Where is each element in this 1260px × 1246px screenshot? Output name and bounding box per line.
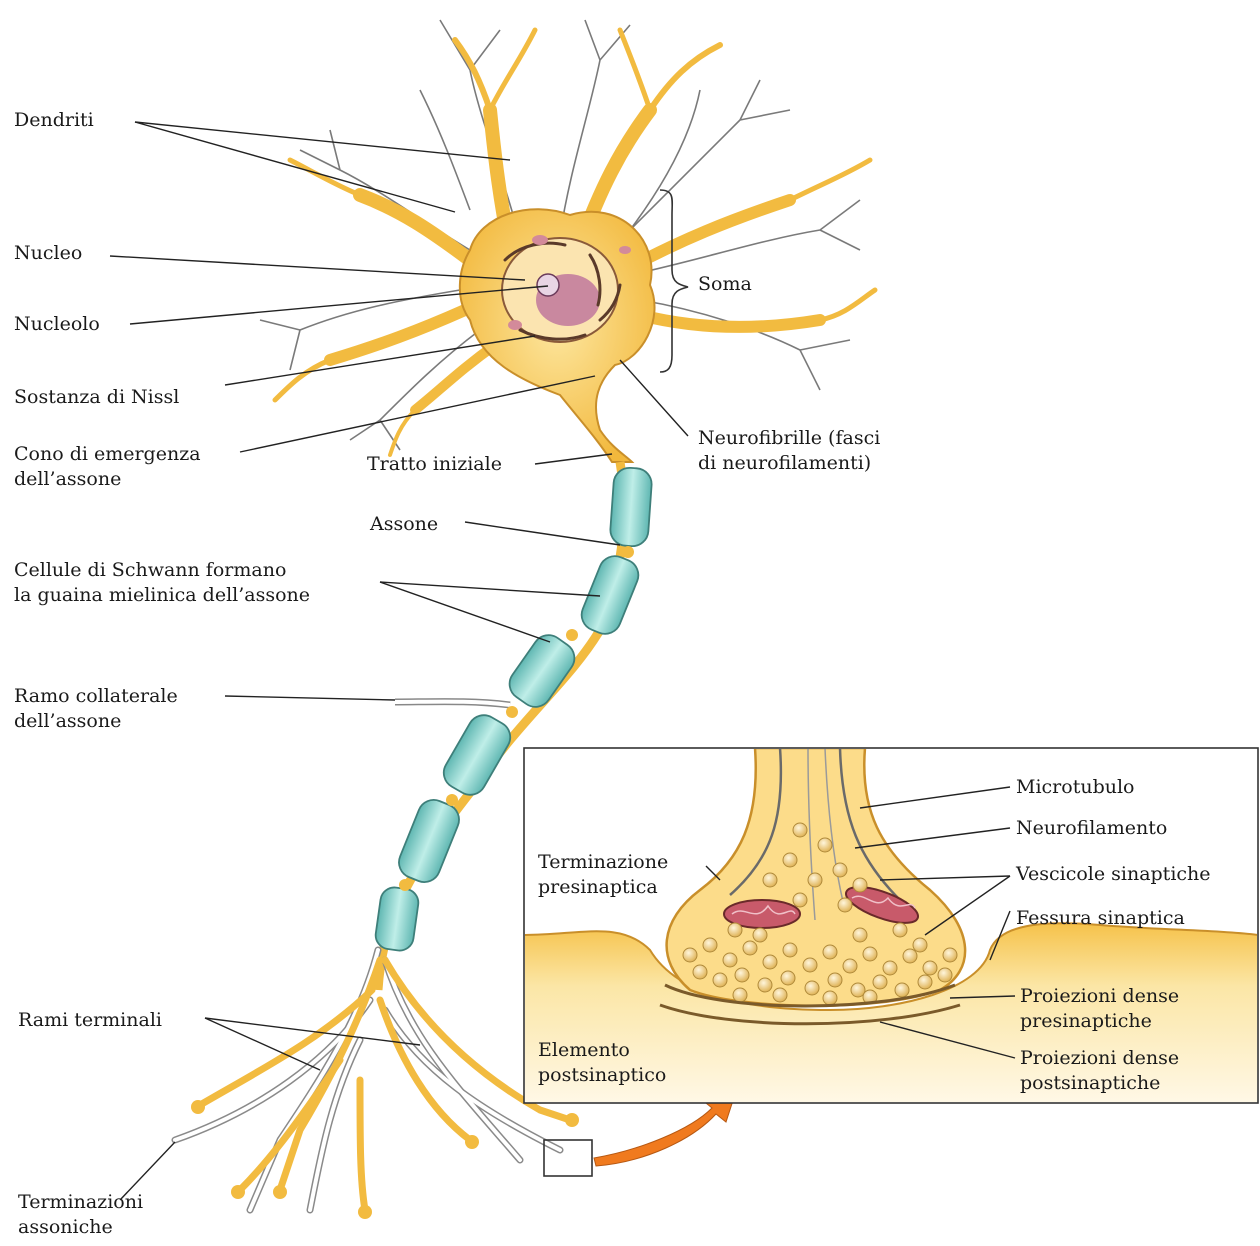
vesicle	[763, 873, 777, 887]
vesicle	[943, 948, 957, 962]
vesicle	[793, 893, 807, 907]
label-axon: Assone	[370, 512, 438, 537]
vesicle	[735, 968, 749, 982]
vesicle	[728, 923, 742, 937]
vesicle	[853, 878, 867, 892]
vesicle	[823, 945, 837, 959]
label-terminal-branches: Rami terminali	[18, 1008, 162, 1033]
label-dendrites: Dendriti	[14, 108, 94, 133]
vesicle	[783, 853, 797, 867]
vesicle	[723, 953, 737, 967]
vesicle	[818, 838, 832, 852]
label-microtubule: Microtubulo	[1016, 775, 1134, 800]
vesicle	[808, 873, 822, 887]
vesicle	[683, 948, 697, 962]
vesicle	[903, 949, 917, 963]
vesicle	[781, 971, 795, 985]
vesicle	[713, 973, 727, 987]
nucleolus	[537, 274, 559, 296]
vesicle	[853, 928, 867, 942]
vesicle	[843, 959, 857, 973]
vesicle	[863, 947, 877, 961]
vesicle	[763, 955, 777, 969]
vesicle	[918, 975, 932, 989]
vesicle	[803, 958, 817, 972]
vesicle	[793, 823, 807, 837]
vesicle	[805, 981, 819, 995]
vesicle	[743, 941, 757, 955]
vesicle	[833, 863, 847, 877]
label-initial-segment: Tratto iniziale	[367, 452, 502, 477]
vesicle	[923, 961, 937, 975]
vesicle	[913, 938, 927, 952]
vesicle	[703, 938, 717, 952]
label-synaptic-vesicles: Vescicole sinaptiche	[1016, 862, 1211, 887]
terminal-branches	[175, 950, 579, 1219]
vesicle	[883, 961, 897, 975]
vesicle	[753, 928, 767, 942]
label-neurofilament: Neurofilamento	[1016, 816, 1167, 841]
vesicle	[895, 983, 909, 997]
vesicle	[938, 968, 952, 982]
vesicle	[893, 923, 907, 937]
vesicle	[773, 988, 787, 1002]
label-synaptic-cleft: Fessura sinaptica	[1016, 906, 1185, 931]
vesicle	[783, 943, 797, 957]
vesicle	[828, 973, 842, 987]
label-soma: Soma	[698, 272, 752, 297]
label-nucleus: Nucleo	[14, 241, 82, 266]
vesicle	[838, 898, 852, 912]
soma-bracket	[660, 190, 688, 372]
vesicle	[693, 965, 707, 979]
label-nissl-substance: Sostanza di Nissl	[14, 385, 179, 410]
vesicle	[758, 978, 772, 992]
soma	[460, 209, 655, 462]
vesicle	[733, 988, 747, 1002]
label-nucleolus: Nucleolo	[14, 312, 100, 337]
vesicle	[823, 991, 837, 1005]
vesicle	[873, 975, 887, 989]
